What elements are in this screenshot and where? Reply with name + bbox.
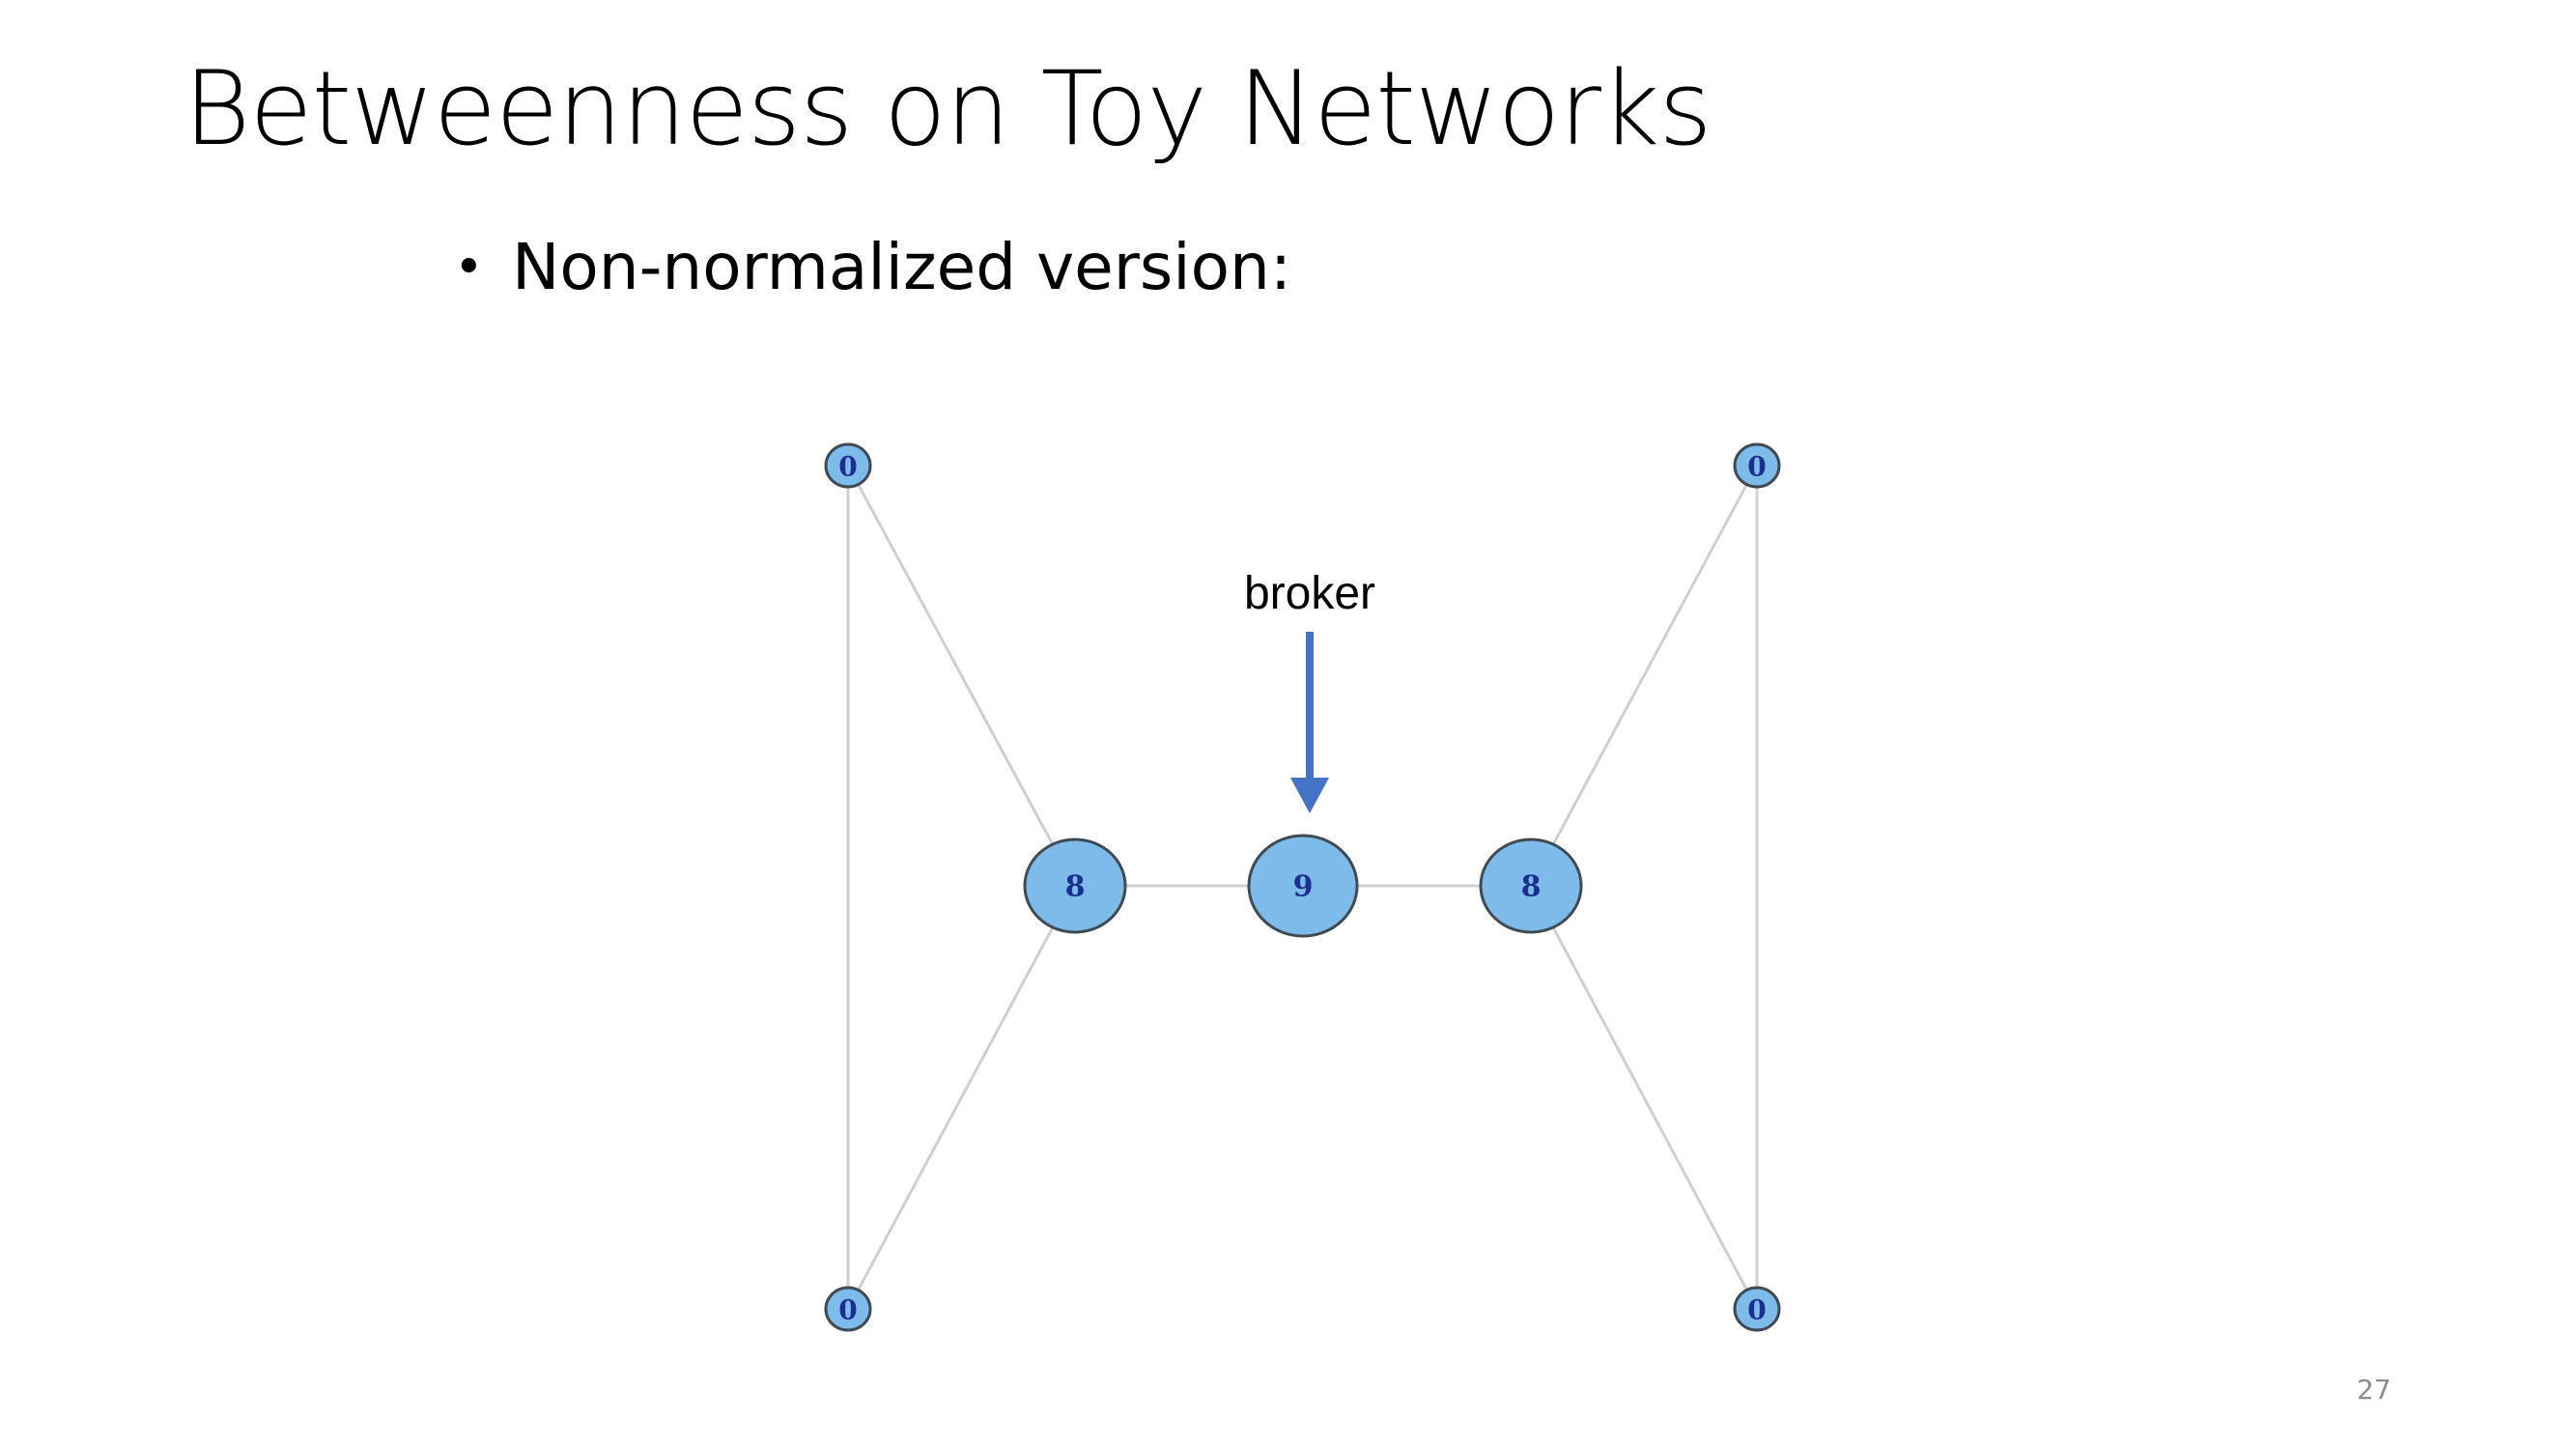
edge-righthub-bottomright xyxy=(1529,885,1759,1310)
node-right-hub-label: 8 xyxy=(1521,870,1542,904)
node-bottom-left: 0 xyxy=(824,1286,872,1332)
node-bottom-right-label: 0 xyxy=(1747,1294,1766,1326)
node-left-hub: 8 xyxy=(1023,838,1127,934)
bullet-dot-icon: • xyxy=(454,239,484,297)
slide-title: Betweenness on Toy Networks xyxy=(184,49,1713,168)
node-left-hub-label: 8 xyxy=(1065,870,1086,904)
node-center-broker: 9 xyxy=(1247,834,1359,938)
node-top-right-label: 0 xyxy=(1747,451,1766,483)
node-top-left-label: 0 xyxy=(838,451,857,483)
edge-topleft-lefthub xyxy=(846,465,1077,887)
node-bottom-left-label: 0 xyxy=(838,1294,857,1326)
node-bottom-right: 0 xyxy=(1733,1286,1781,1332)
broker-arrow-head-icon xyxy=(1290,778,1329,813)
edge-righthub-topright xyxy=(1529,465,1759,887)
node-top-right: 0 xyxy=(1733,442,1781,489)
bullet-item: • Non-normalized version: xyxy=(454,224,1291,311)
broker-label: broker xyxy=(1244,568,1375,619)
page-number: 27 xyxy=(2357,1374,2392,1406)
bullet-text: Non-normalized version: xyxy=(512,230,1292,304)
node-center-label: 9 xyxy=(1293,870,1314,904)
node-top-left: 0 xyxy=(824,442,872,489)
node-right-hub: 8 xyxy=(1479,838,1583,934)
edge-bottomleft-lefthub xyxy=(846,885,1077,1310)
